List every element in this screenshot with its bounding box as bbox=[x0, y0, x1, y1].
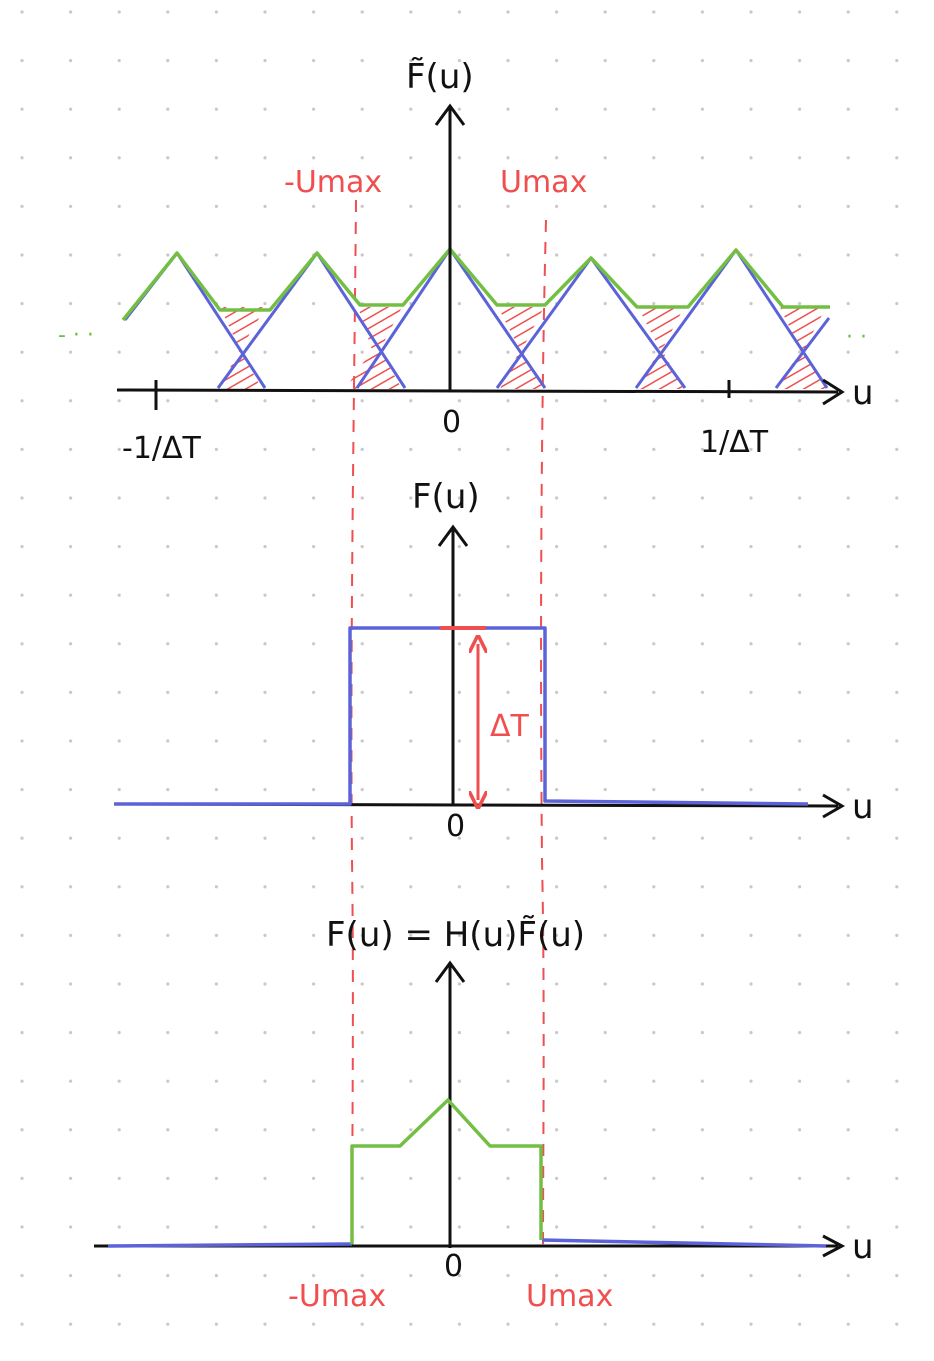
top-x-axis-label: u bbox=[852, 373, 874, 413]
top-pos-umax-label: Umax bbox=[500, 165, 587, 200]
middle-y-axis-label: F(u) bbox=[412, 477, 480, 517]
bottom-panel: F(u) = H(u)F̃(u) u 0 -Umax Umax bbox=[94, 915, 874, 1314]
top-neg-umax-label: -Umax bbox=[284, 165, 382, 200]
top-x-axis-arrowhead bbox=[822, 378, 845, 406]
bottom-pos-umax-label: Umax bbox=[526, 1279, 613, 1314]
bottom-neg-umax-label: -Umax bbox=[288, 1279, 386, 1314]
middle-origin-label: 0 bbox=[446, 809, 465, 844]
middle-x-axis-label: u bbox=[852, 787, 874, 827]
top-y-axis-arrowhead bbox=[434, 103, 466, 126]
top-y-axis-label: F̃(u) bbox=[406, 57, 474, 97]
bottom-y-axis-arrowhead bbox=[434, 960, 466, 983]
middle-y-axis-arrowhead bbox=[437, 524, 469, 547]
overlap-hatch bbox=[218, 307, 266, 389]
filter-height-label: ΔT bbox=[490, 709, 530, 744]
bottom-y-axis-label: F(u) = H(u)F̃(u) bbox=[326, 915, 585, 955]
zero-region-right bbox=[541, 1238, 827, 1248]
top-origin-label: 0 bbox=[442, 405, 461, 440]
zero-region-left bbox=[107, 1242, 353, 1248]
overlap-hatch bbox=[345, 307, 402, 389]
top-panel: - · · · · F̃(u) u 0 -1/ΔT 1/ΔT -Umax Uma… bbox=[58, 57, 874, 466]
bottom-x-axis-arrowhead bbox=[822, 1234, 846, 1258]
middle-panel: F(u) u 0 ΔT bbox=[113, 477, 874, 844]
recovered-spectrum bbox=[350, 1098, 543, 1244]
pos-umax-guide-line bbox=[540, 219, 547, 1251]
right-tick-label: 1/ΔT bbox=[700, 425, 769, 460]
overlap-hatch bbox=[498, 307, 544, 389]
middle-x-axis-arrowhead bbox=[822, 793, 845, 819]
right-ellipsis: · · bbox=[846, 325, 867, 350]
bottom-origin-label: 0 bbox=[444, 1249, 463, 1284]
left-tick-label: -1/ΔT bbox=[122, 431, 202, 466]
top-x-axis bbox=[116, 388, 839, 394]
spectrum-copy bbox=[774, 317, 831, 389]
summed-spectrum bbox=[121, 247, 830, 322]
left-ellipsis: - · · bbox=[58, 323, 94, 348]
bottom-x-axis-label: u bbox=[852, 1227, 874, 1267]
